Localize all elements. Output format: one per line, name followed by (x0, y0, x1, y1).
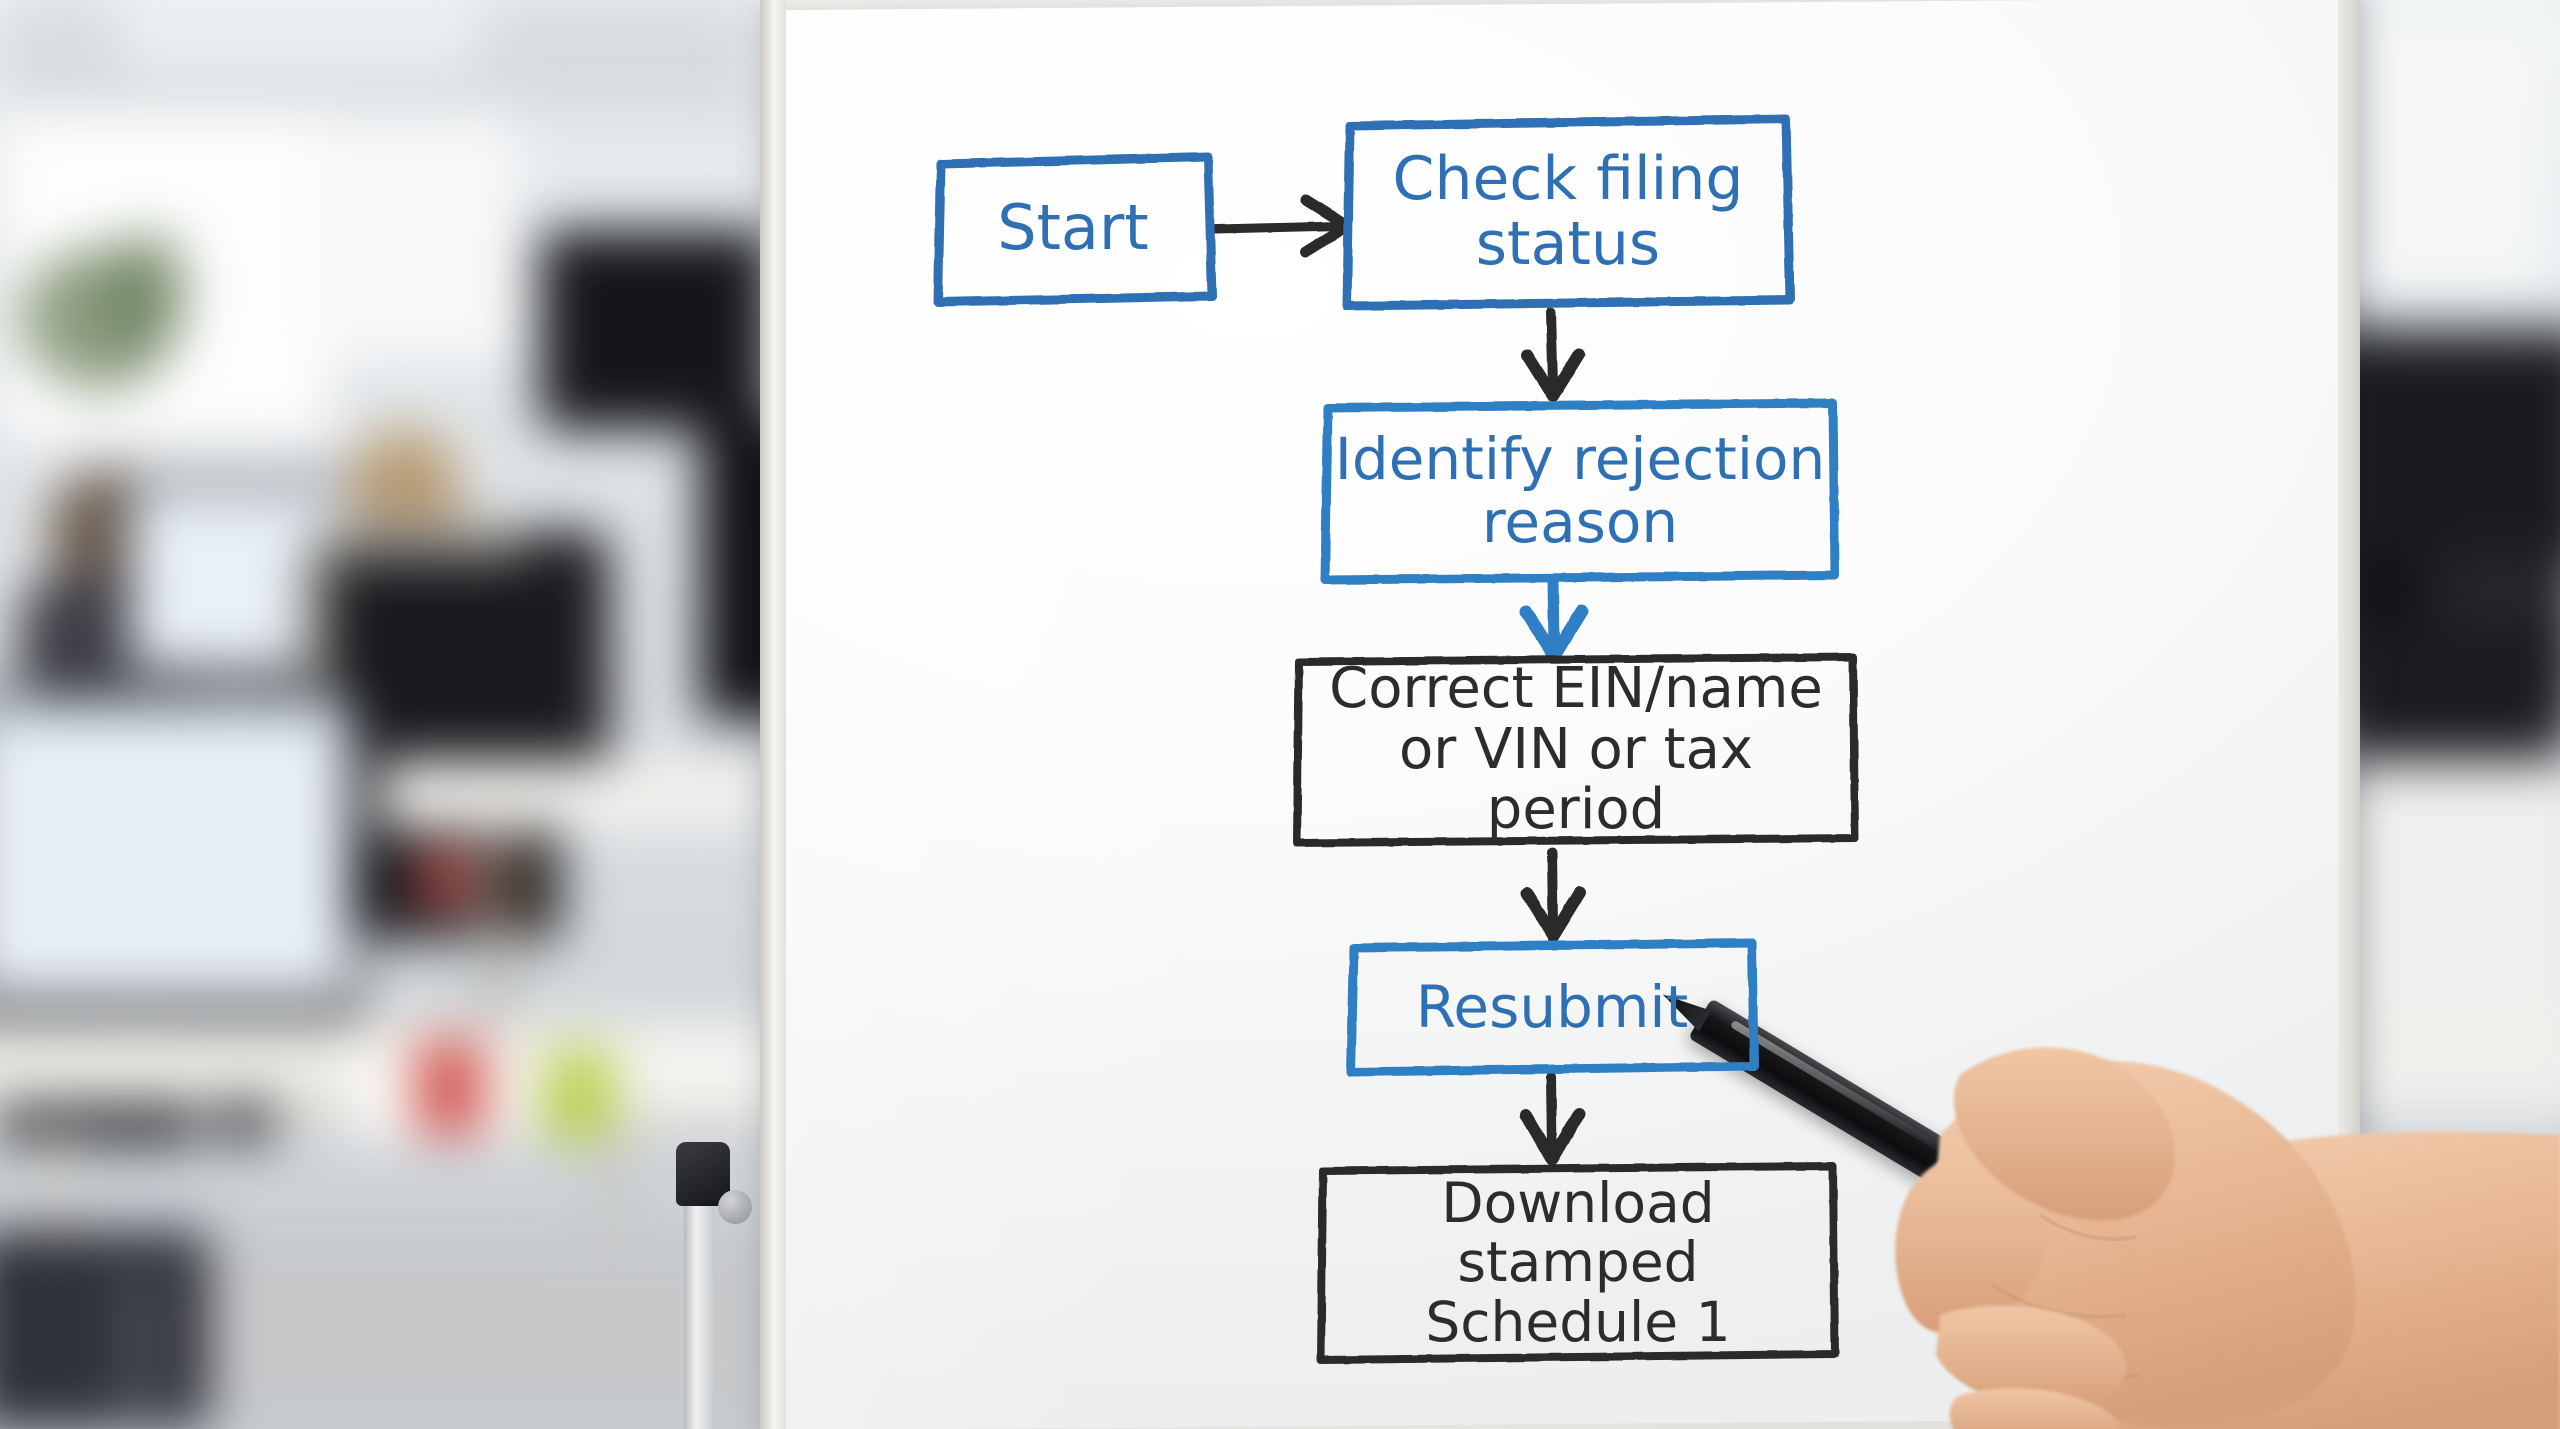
hand-shape (1895, 1047, 2560, 1429)
label-line-2: status (1475, 209, 1661, 279)
monitor-foreground-screen (0, 700, 350, 1000)
keyboard (0, 1105, 200, 1145)
flow-node-correct-ein-name-vin-tax-period[interactable]: Correct EIN/name or VIN or tax period (1293, 653, 1859, 847)
flow-node-download-stamped-schedule-1[interactable]: Download stamped Schedule 1 (1317, 1162, 1839, 1364)
thumb (1895, 1149, 2049, 1335)
label-line-1: Correct EIN/name (1329, 656, 1823, 722)
cup-red-back (420, 850, 468, 908)
cubicle-partition-back (540, 230, 770, 430)
flow-node-start[interactable]: Start (933, 152, 1217, 307)
knuckle-crease-1 (2038, 1213, 2137, 1241)
easel-knob-left (718, 1190, 752, 1224)
label-line-1: Check filing (1392, 144, 1744, 215)
label-line-2: or VIN or tax period (1398, 716, 1754, 843)
window-left-second (318, 112, 518, 362)
ring-finger (1949, 1388, 2121, 1429)
flow-node-resubmit[interactable]: Resubmit (1346, 938, 1759, 1077)
label-line-2: Schedule 1 (1425, 1289, 1731, 1354)
plant-leaves (95, 235, 185, 355)
index-finger (1953, 1047, 2175, 1221)
ceiling-light (120, 0, 480, 70)
label-line-2: reason (1481, 488, 1679, 556)
flow-node-identify-rejection-reason[interactable]: Identify rejection reason (1320, 398, 1840, 585)
mouse (215, 1100, 275, 1144)
monitor-foreground-toolbar (0, 706, 350, 728)
flow-node-correct-ein-name-vin-tax-period-label: Correct EIN/name or VIN or tax period (1298, 656, 1854, 843)
cup-green (545, 1050, 615, 1140)
monitor-right (2340, 330, 2560, 560)
bottle (490, 840, 524, 930)
label-line-1: Download stamped (1441, 1170, 1715, 1295)
flow-node-identify-rejection-reason-label: Identify rejection reason (1327, 428, 1833, 553)
monitor-right-stand (2430, 560, 2560, 620)
hand-with-marker[interactable] (1640, 985, 2560, 1429)
chair-foreground-post (120, 1270, 160, 1429)
flow-node-download-stamped-schedule-1-label: Download stamped Schedule 1 (1322, 1170, 1834, 1354)
flow-node-check-filing-status[interactable]: Check filing status (1342, 114, 1795, 311)
flow-node-check-filing-status-label: Check filing status (1385, 147, 1752, 277)
board-frame-left-edge (760, 0, 786, 1429)
label-line-1: Identify rejection (1334, 425, 1826, 494)
equipment-right (2330, 620, 2560, 770)
flow-node-resubmit-label: Resubmit (1415, 972, 1689, 1041)
knuckle-crease-2 (1990, 1283, 2127, 1319)
flow-node-start-label: Start (997, 190, 1149, 264)
desk-background (380, 760, 760, 830)
cup-red (415, 1040, 485, 1135)
chair-foreground (0, 1230, 210, 1429)
middle-finger (1936, 1305, 2126, 1411)
